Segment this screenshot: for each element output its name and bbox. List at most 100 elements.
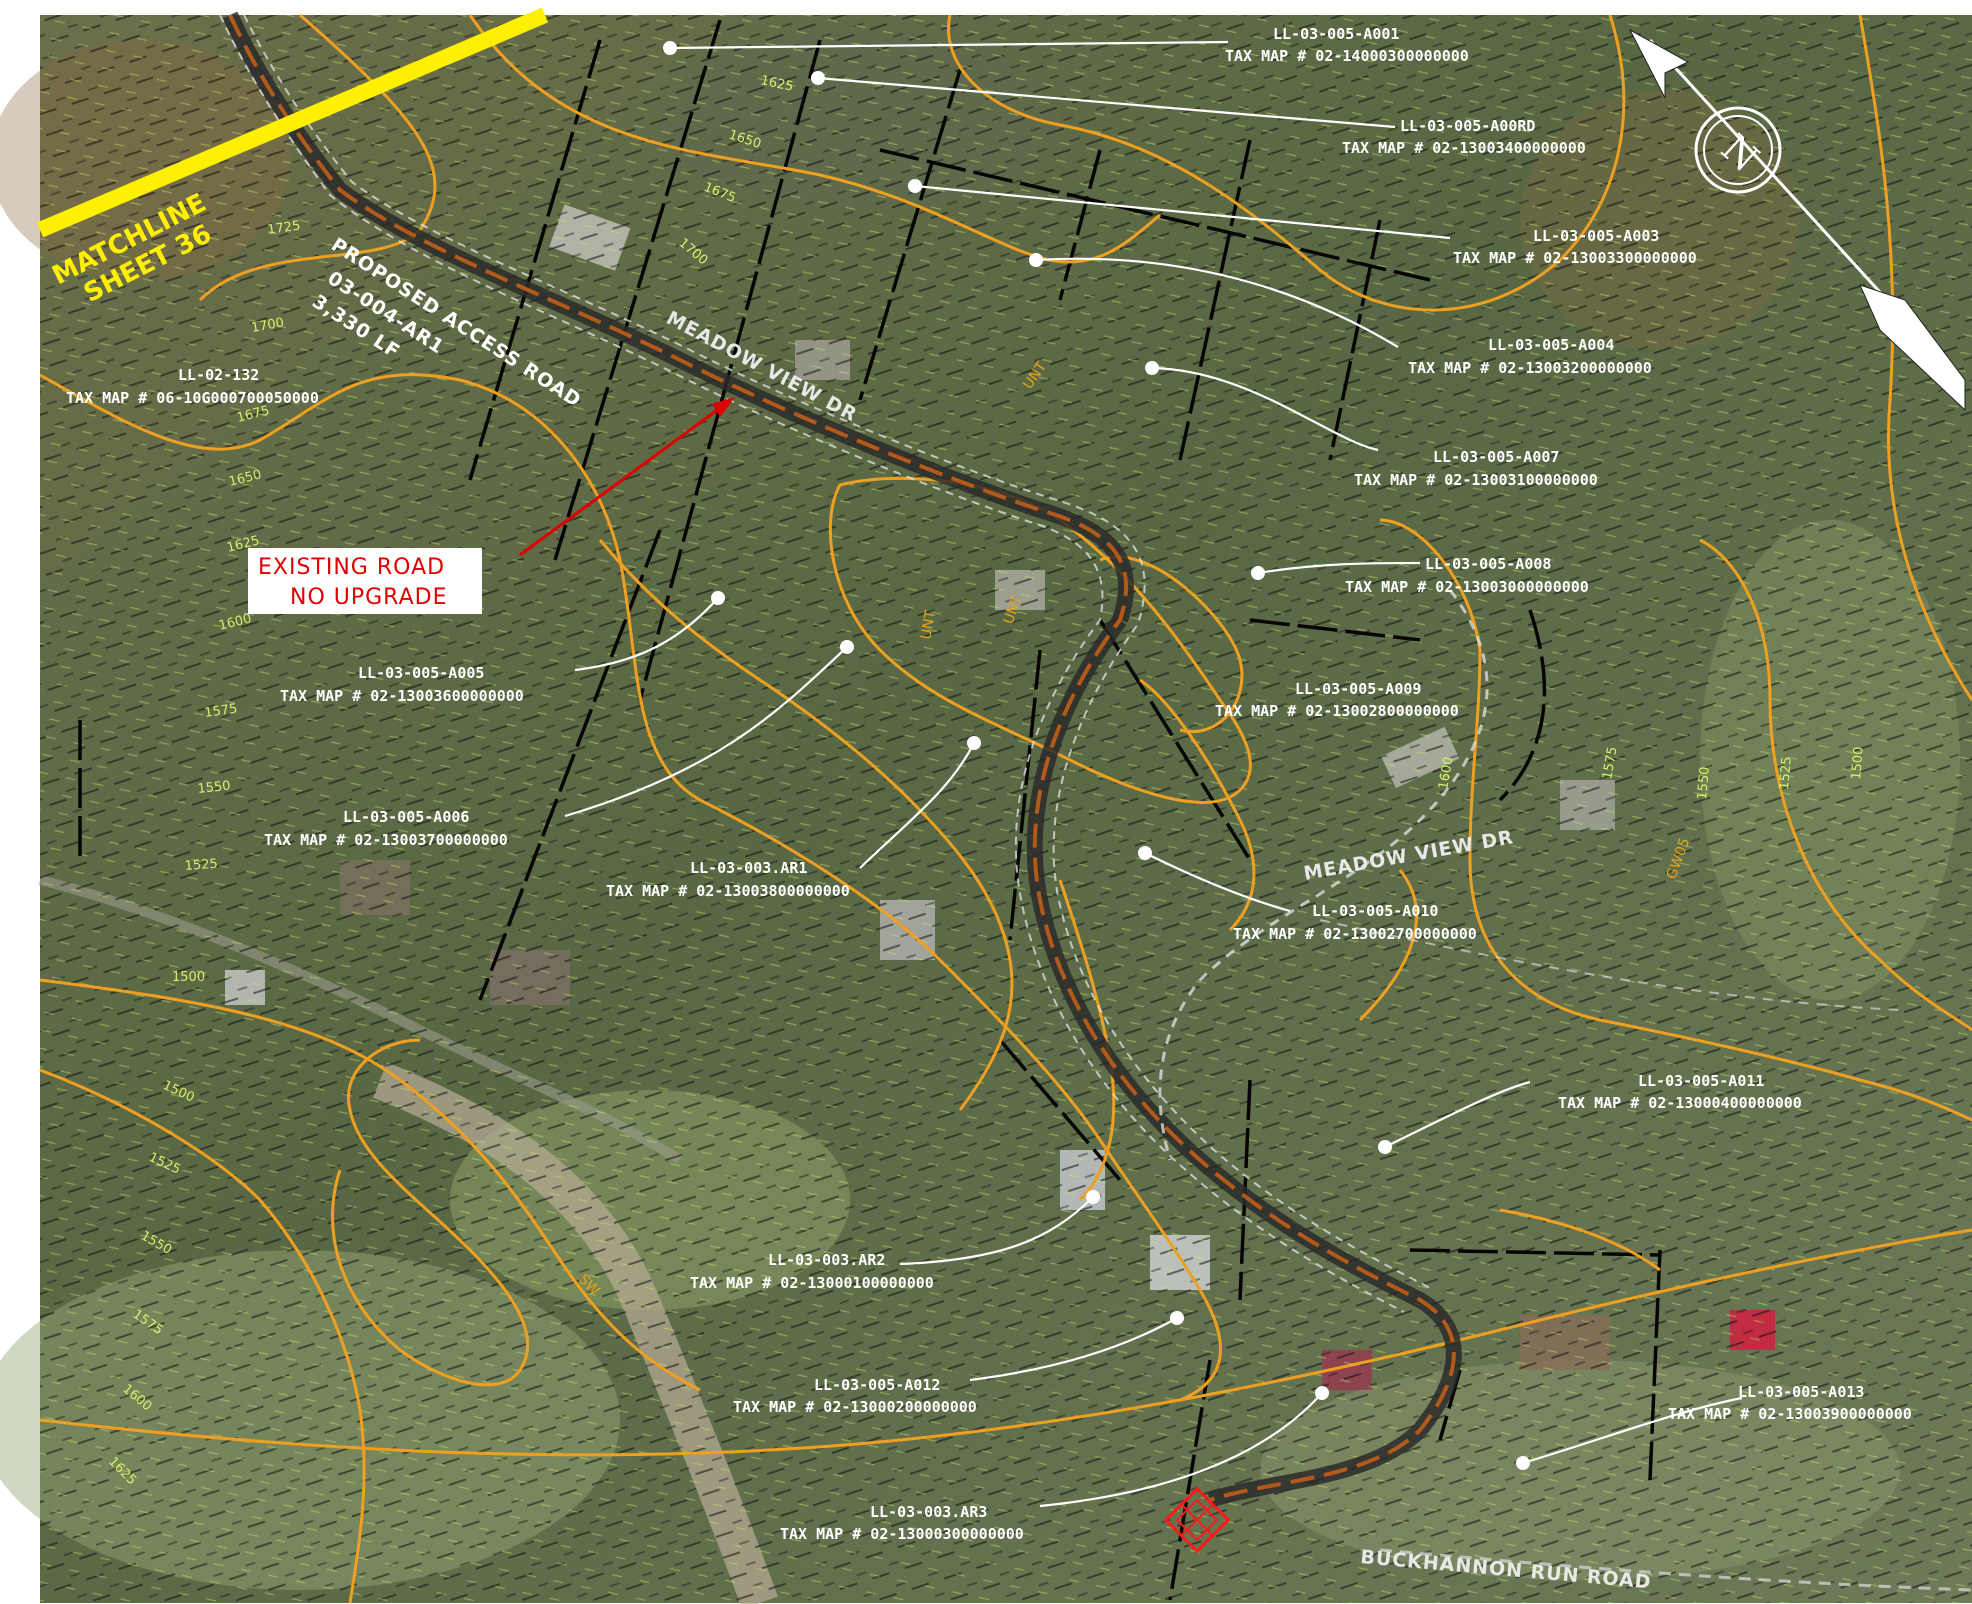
contour-label: 1500 [172,970,205,985]
parcel-boundaries [78,19,1662,1601]
parcel-label-a011: LL-03-005-A011 TAX MAP # 02-130004000000… [1558,1072,1802,1112]
parcel-label-a008: LL-03-005-A008 TAX MAP # 02-130030000000… [1345,555,1589,596]
parcel-marker [811,71,825,85]
tax-map-number: TAX MAP # 02-14000300000000 [1225,47,1469,65]
contour-label: 1500 [1849,746,1867,780]
parcel-label-ll-02-132: LL-02-132 TAX MAP # 06-10G000700050000 [66,366,319,407]
contour-label: 1550 [1695,766,1713,800]
parcel-marker [1138,846,1152,860]
tax-map-number: TAX MAP # 02-13003400000000 [1342,139,1586,157]
tax-map-number: TAX MAP # 02-13003200000000 [1408,359,1652,377]
parcel-label-a010: LL-03-005-A010 TAX MAP # 02-130027000000… [1233,902,1477,943]
parcel-marker [663,41,677,55]
tax-map-number: TAX MAP # 02-13003000000000 [1345,578,1589,596]
parcel-callouts [564,40,1743,1508]
tax-map-number: TAX MAP # 02-13003300000000 [1453,249,1697,267]
parcel-leader [574,597,719,672]
parcel-label-a00rd: LL-03-005-A00RD TAX MAP # 02-13003400000… [1342,117,1586,157]
road-edge [243,14,1435,1291]
parcel-leader [969,1317,1178,1382]
parcel-label-a003: LL-03-005-A003 TAX MAP # 02-130033000000… [1453,227,1697,267]
road-edge [219,14,1405,1313]
parcel-id: LL-03-003.AR3 [870,1503,987,1521]
parcel-label-ar1: LL-03-003.AR1 TAX MAP # 02-1300380000000… [606,859,850,900]
parcel-leader [1522,1396,1743,1465]
matchline [36,7,549,238]
parcel-leader [564,646,848,818]
parcel-id: LL-03-005-A003 [1533,227,1659,245]
parcel-label-a009: LL-03-005-A009 TAX MAP # 02-130028000000… [1215,680,1459,720]
callout-leader [519,406,721,557]
parcel-id: LL-03-005-A008 [1425,555,1551,573]
access-point-marker-icon [1163,1486,1231,1554]
parcel-id: LL-03-005-A007 [1433,448,1559,466]
contour-label: 1525 [184,857,218,874]
tax-map-number: TAX MAP # 02-13003800000000 [606,882,850,900]
contour-label: 1725 [266,219,301,238]
parcel-marker [967,736,981,750]
callout-line1: EXISTING ROAD [258,555,445,580]
parcel-marker [1029,253,1043,267]
parcel-leader [914,184,1451,240]
north-arrow-icon: N [1628,28,1966,412]
contour-label: 1550 [197,779,231,797]
stream-label: UNT [918,609,939,641]
road-edge [1158,589,1489,1161]
parcel-label-a012: LL-03-005-A012 TAX MAP # 02-130002000000… [733,1376,977,1416]
parcel-label-ar2: LL-03-003.AR2 TAX MAP # 02-1300010000000… [690,1251,934,1292]
parcel-leader [1144,852,1291,913]
parcel-id: LL-03-005-A009 [1295,680,1421,698]
contour-label: 1600 [1436,755,1457,790]
tax-map-number: TAX MAP # 02-13003600000000 [280,687,524,705]
callout-line2: NO UPGRADE [290,585,447,610]
parcel-leader [1257,561,1421,575]
parcel-marker [1170,1311,1184,1325]
parcel-marker [711,591,725,605]
contour-label: 1625 [759,73,794,95]
parcel-label-a006: LL-03-005-A006 TAX MAP # 02-130037000000… [264,808,508,849]
road-edge [1319,919,1901,1011]
parcel-id: LL-03-005-A005 [358,664,484,682]
parcel-marker [1251,566,1265,580]
parcel-id: LL-03-005-A012 [814,1376,940,1394]
tax-map-number: TAX MAP # 02-13000200000000 [733,1398,977,1416]
parcel-leader [899,1196,1094,1266]
tax-map-number: TAX MAP # 06-10G000700050000 [66,389,319,407]
tax-map-number: TAX MAP # 02-13003700000000 [264,831,508,849]
tax-map-number: TAX MAP # 02-13002800000000 [1215,702,1459,720]
minor-contour-hatching [40,15,1972,1603]
parcel-marker [1315,1386,1329,1400]
parcel-label-a001: LL-03-005-A001 TAX MAP # 02-140003000000… [1225,25,1469,65]
parcel-leader [817,76,1396,129]
tax-map-number: TAX MAP # 02-13000100000000 [690,1274,934,1292]
parcel-id: LL-03-005-A00RD [1400,117,1535,135]
parcel-label-a007: LL-03-005-A007 TAX MAP # 02-130031000000… [1354,448,1598,489]
parcel-leader [1384,1080,1531,1148]
parcel-leader [1035,257,1399,348]
proposed-access-road-centerline [228,14,1456,1502]
parcel-label-a005: LL-03-005-A005 TAX MAP # 02-130036000000… [280,664,524,705]
parcel-label-ar3: LL-03-003.AR3 TAX MAP # 02-1300030000000… [780,1503,1024,1543]
contour-label: 1700 [250,315,285,336]
parcel-label-a013: LL-03-005-A013 TAX MAP # 02-130039000000… [1668,1383,1912,1423]
road-edge [1379,1548,1972,1592]
parcel-label-a004: LL-03-005-A004 TAX MAP # 02-130032000000… [1408,336,1652,377]
parcel-id: LL-03-003.AR1 [690,859,807,877]
callout-box [248,548,482,614]
parcel-id: LL-03-005-A004 [1488,336,1614,354]
parcel-markers [663,41,1530,1470]
contour-label: 1525 [1777,756,1795,790]
parcel-id: LL-02-132 [178,366,259,384]
tax-map-number: TAX MAP # 02-13000400000000 [1558,1094,1802,1112]
parcel-marker [1378,1140,1392,1154]
callout-arrowhead-icon [712,397,735,417]
contour-label: 1575 [203,702,238,721]
tax-map-number: TAX MAP # 02-13003100000000 [1354,471,1598,489]
tax-map-number: TAX MAP # 02-13002700000000 [1233,925,1477,943]
contour-label: 1575 [1600,745,1621,780]
parcel-leader [1151,366,1379,452]
parcel-id: LL-03-005-A001 [1273,25,1399,43]
parcel-id: LL-03-005-A010 [1312,902,1438,920]
tax-map-number: TAX MAP # 02-13000300000000 [780,1525,1024,1543]
